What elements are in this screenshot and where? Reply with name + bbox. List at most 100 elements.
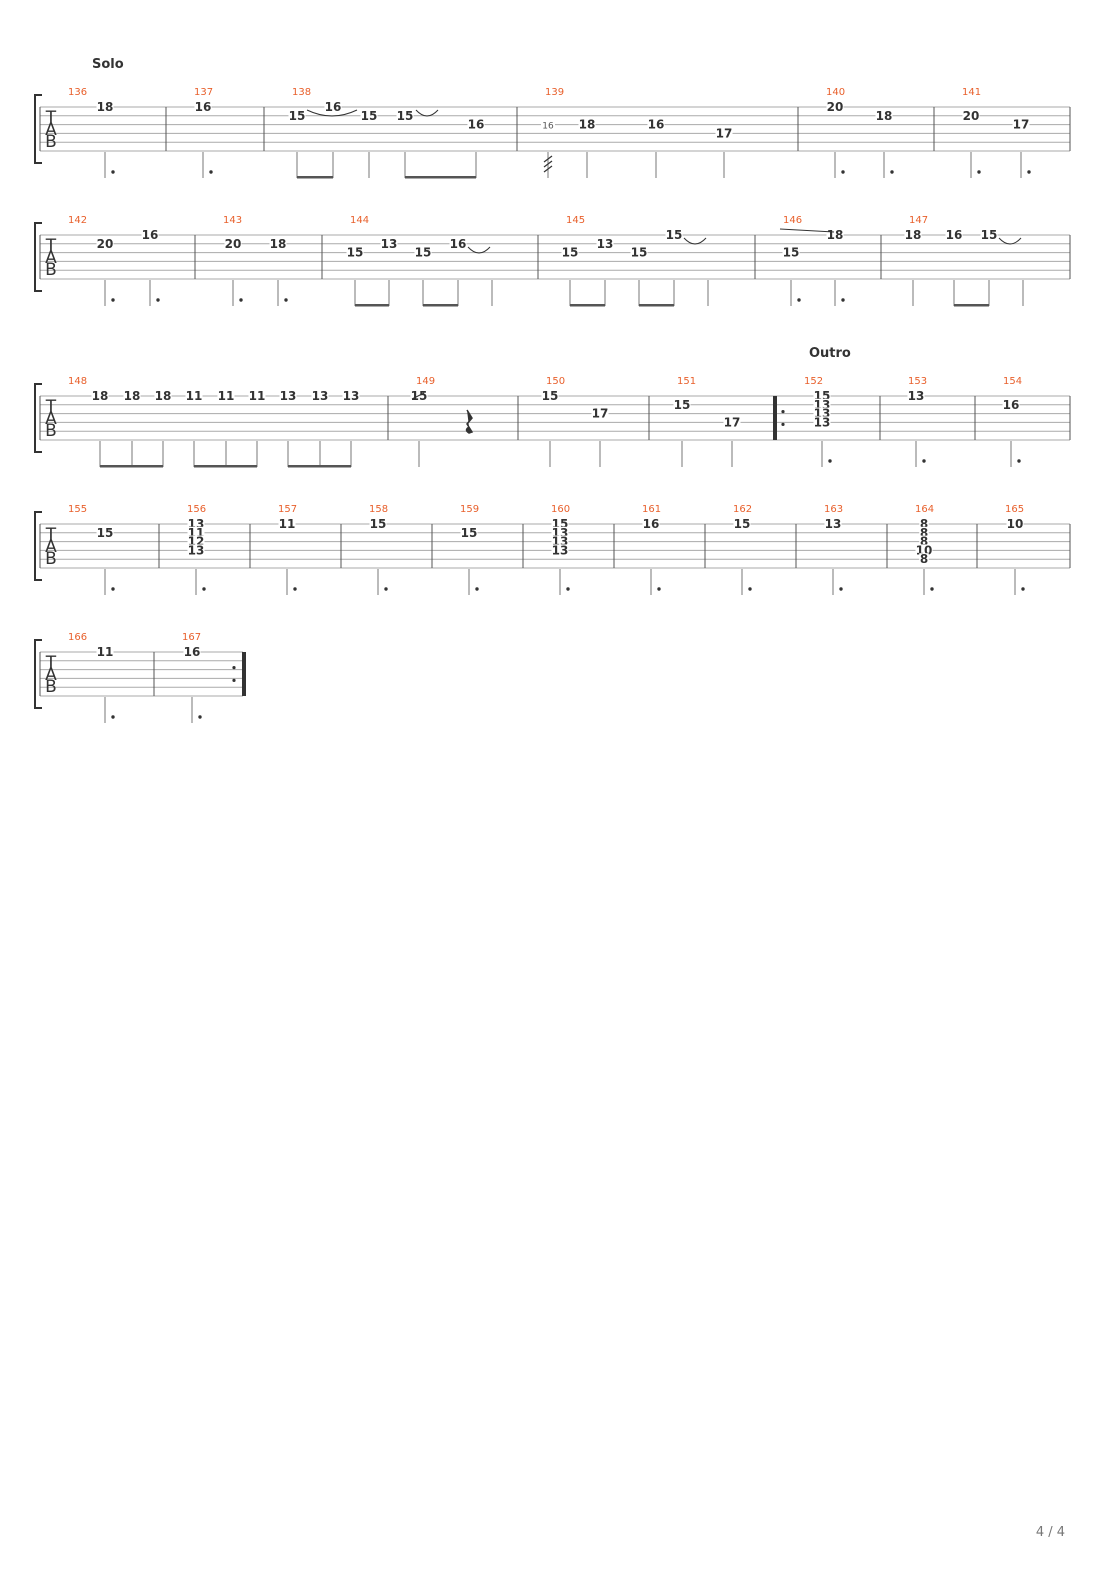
beam [405,176,476,179]
measure-number: 153 [908,376,927,387]
fret-number: 15 [666,228,683,242]
fret-number: 18 [905,228,922,242]
rhythm-dot [890,170,894,174]
measure-number: 149 [416,376,435,387]
measure-number: 155 [68,504,87,515]
fret-number: 11 [218,389,235,403]
beam [288,465,351,468]
tab-clef-letter: T [45,236,57,256]
measure-number: 163 [824,504,843,515]
fret-background [154,390,172,401]
system-bracket [34,383,42,453]
tab-clef-letter: B [45,260,57,280]
fret-background [723,416,741,428]
fret-number: 18 [97,100,114,114]
measure-number: 143 [223,215,242,226]
fret-number: 11 [279,517,296,531]
rhythm-dot [475,587,479,591]
staff-system-4: TAB1551515613111213157111581515915160151… [34,504,1071,595]
fret-number: 16 [450,237,467,251]
system-bracket [34,94,42,164]
fret-number: 8 [920,535,928,549]
fret-number: 13 [552,543,569,557]
fret-background [1012,118,1030,130]
fret-background [311,390,329,401]
rhythm-dot [841,298,845,302]
fret-background [369,518,387,529]
measure-number: 154 [1003,376,1022,387]
fret-background [578,118,596,130]
fret-number: 20 [963,109,980,123]
fret-number: 13 [597,237,614,251]
tie-arc [683,237,707,245]
slide-line [779,228,835,233]
fret-number: 13 [343,389,360,403]
fret-background [1002,398,1020,410]
repeat-dot [781,410,785,414]
fret-number: 17 [1013,118,1030,132]
tremolo-stroke [543,155,553,163]
rhythm-dot [797,298,801,302]
tab-clef-letter: B [45,549,57,569]
fret-number: 13 [188,543,205,557]
fret-background [1006,518,1024,529]
beam [639,304,674,307]
system-bracket [34,511,42,581]
fret-background [460,526,478,538]
fret-background [561,246,579,258]
beam [954,304,989,307]
fret-number: 15 [562,246,579,260]
rhythm-dot [384,587,388,591]
fret-number: 16 [1003,398,1020,412]
rhythm-dot [293,587,297,591]
fret-number: 16 [195,100,212,114]
beam [100,465,163,468]
fret-background [642,518,660,529]
system-bracket [34,222,42,292]
section-label: Outro [809,346,851,361]
quarter-rest [465,409,474,434]
measure-number: 141 [962,87,981,98]
fret-background [813,416,831,428]
measure-number: 147 [909,215,928,226]
fret-background [824,518,842,529]
rhythm-dot [977,170,981,174]
rhythm-dot [839,587,843,591]
fret-number: 16 [648,118,665,132]
repeat-dot [232,678,236,683]
fret-background [96,526,114,538]
slide-line [411,392,425,400]
rhythm-dot [111,587,115,591]
fret-background [980,229,998,240]
fret-number: 11 [186,389,203,403]
rhythm-dot [922,459,926,463]
fret-background [813,407,831,419]
section-label: Solo [92,57,124,72]
fret-background [673,398,691,410]
fret-number: 15 [674,398,691,412]
rhythm-dot [111,170,115,174]
fret-background [141,229,159,240]
fret-background [813,398,831,410]
measure-number: 159 [460,504,479,515]
measure-number: 139 [545,87,564,98]
fret-background [919,553,929,565]
fret-number: 13 [825,517,842,531]
fret-background [782,246,800,258]
tab-clef-letter: A [45,409,57,429]
staff-system-3: OutroTAB14818181811111113131314915150151… [34,346,1071,468]
tremolo-stroke [543,165,553,173]
fret-background [467,118,485,130]
beam [194,465,257,468]
fret-number: 18 [579,118,596,132]
fret-background [96,646,114,657]
fret-background [826,229,844,240]
fret-background [187,544,205,556]
measure-number: 137 [194,87,213,98]
fret-number: 15 [783,246,800,260]
fret-background [414,246,432,258]
rhythm-dot [156,298,160,302]
fret-background [183,646,201,657]
fret-background [541,390,559,401]
